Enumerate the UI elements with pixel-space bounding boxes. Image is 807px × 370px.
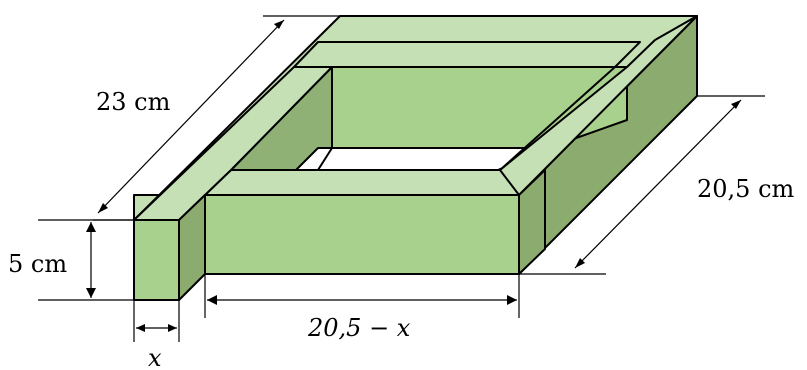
dim-inner-arrow-left <box>207 295 217 305</box>
label-20-5-minus-x: 20,5 − x <box>307 314 411 342</box>
dim-205-arrow-top <box>731 100 741 109</box>
dim-205-arrow-bottom <box>575 258 585 268</box>
dim-x-arrow-left <box>136 324 145 332</box>
label-5cm: 5 cm <box>8 250 67 278</box>
label-20-5cm: 20,5 cm <box>697 175 795 203</box>
far-rail-strip <box>293 41 641 68</box>
near-rail-end-face <box>518 169 546 275</box>
near-rail-front <box>204 194 520 275</box>
right-rail-inner-edge <box>499 66 616 171</box>
dim-x-arrow-right <box>168 324 177 332</box>
dim-5-arrow-top <box>86 222 96 232</box>
label-x: x <box>148 344 162 370</box>
dim-23-arrow-top <box>274 20 284 29</box>
label-23cm: 23 cm <box>96 88 171 116</box>
dim-23-arrow-bottom <box>98 203 108 213</box>
dim-inner-arrow-right <box>507 295 517 305</box>
left-rail-front <box>133 219 180 301</box>
dim-205-line <box>574 99 742 269</box>
right-rail-top <box>499 15 698 196</box>
dim-23-line <box>97 19 285 214</box>
dim-5-arrow-bottom <box>86 288 96 298</box>
